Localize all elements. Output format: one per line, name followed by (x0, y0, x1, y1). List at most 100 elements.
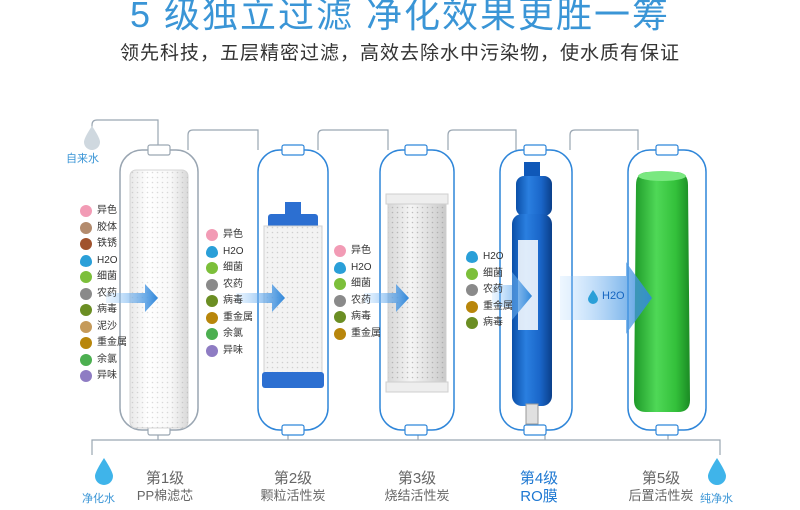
contaminant-label: 病毒 (223, 295, 243, 306)
contaminant-item: 农药 (466, 282, 513, 299)
contaminant-item: 异味 (80, 368, 127, 385)
contaminant-item: 病毒 (466, 315, 513, 332)
pesticide-icon (334, 294, 346, 307)
contaminant-label: 重金属 (223, 311, 253, 323)
contaminant-item: H2O (80, 253, 127, 270)
contaminant-label: 异味 (97, 370, 117, 381)
water-drop-icon (80, 254, 92, 267)
stage1-contaminant-list: 异色胶体铁锈 H2O 细菌农药病毒泥沙重金属余氯异味 (80, 203, 127, 385)
contaminant-label: 铁锈 (97, 238, 117, 249)
contaminant-label: H2O (97, 254, 118, 266)
water-drop-icon (708, 458, 726, 485)
contaminant-label: 重金属 (351, 327, 381, 339)
odor-icon (80, 370, 92, 383)
stage4-number: 第4级 (519, 470, 559, 487)
contaminant-label: 病毒 (351, 311, 371, 322)
contaminant-item: 重金属 (466, 299, 513, 316)
contaminant-item: 泥沙 (80, 319, 127, 336)
stage4-name: RO膜 (520, 488, 558, 505)
contaminant-item: 重金属 (334, 326, 381, 343)
contaminant-label: 异色 (223, 229, 243, 240)
bacteria-icon (334, 278, 346, 291)
contaminant-item: 异色 (206, 227, 253, 244)
contaminant-label: 细菌 (483, 267, 503, 279)
contaminant-item: 农药 (334, 293, 381, 310)
contaminant-label: H2O (483, 251, 504, 262)
contaminant-label: 余氯 (223, 328, 243, 339)
contaminant-item: 病毒 (80, 302, 127, 319)
water-drop-icon (84, 126, 100, 150)
stage1-name: PP棉滤芯 (136, 488, 194, 503)
heavy-metal-icon (466, 300, 478, 313)
colloid-icon (80, 221, 92, 234)
pesticide-icon (80, 287, 92, 300)
pesticide-icon (466, 284, 478, 297)
contaminant-label: 异味 (223, 344, 243, 356)
contaminant-item: 农药 (206, 277, 253, 294)
water-drop-icon (95, 458, 113, 485)
contaminant-label: 农药 (483, 284, 503, 295)
page-subtitle: 领先科技，五层精密过滤，高效去除水中污染物，使水质有保证 (119, 43, 680, 64)
contaminant-label: H2O (351, 261, 372, 273)
stage5-number: 第5级 (641, 470, 681, 487)
contaminant-item: H2O (206, 244, 253, 261)
contaminant-item: 农药 (80, 286, 127, 303)
contaminant-label: 农药 (223, 278, 243, 290)
water-drop-icon (588, 290, 598, 304)
pure-water-label: 纯净水 (700, 493, 733, 505)
contaminant-label: 重金属 (483, 300, 513, 312)
rust-icon (80, 238, 92, 251)
contaminant-label: 异色 (351, 245, 371, 256)
contaminant-item: 重金属 (206, 310, 253, 327)
contaminant-label: H2O (223, 245, 244, 257)
bacteria-icon (466, 267, 478, 280)
contaminant-item: 铁锈 (80, 236, 127, 253)
chlorine-icon (206, 328, 218, 341)
contaminant-item: 细菌 (206, 260, 253, 277)
contaminant-label: 细菌 (223, 262, 243, 273)
stage3-number: 第3级 (397, 470, 437, 487)
stage1-number: 第1级 (145, 470, 185, 487)
heavy-metal-icon (334, 327, 346, 340)
contaminant-item: 余氯 (80, 352, 127, 369)
contaminant-item: 病毒 (206, 293, 253, 310)
contaminant-label: 病毒 (97, 304, 117, 315)
pink-blob-icon (206, 229, 218, 242)
odor-icon (206, 344, 218, 357)
contaminant-item: 胶体 (80, 220, 127, 237)
contaminant-item: 异色 (334, 243, 381, 260)
water-drop-icon (206, 245, 218, 258)
contaminant-item: 细菌 (80, 269, 127, 286)
contaminant-label: 病毒 (483, 317, 503, 328)
contaminant-label: 农药 (351, 294, 371, 306)
bacteria-icon (80, 271, 92, 284)
contaminant-item: 异色 (80, 203, 127, 220)
contaminant-item: H2O (466, 249, 513, 266)
stage3-contaminant-list: 异色 H2O 细菌农药病毒重金属 (334, 243, 381, 342)
heavy-metal-icon (80, 337, 92, 350)
contaminant-label: 胶体 (97, 221, 117, 233)
virus-icon (466, 317, 478, 330)
stage2-name: 颗粒活性炭 (260, 488, 326, 503)
contaminant-item: H2O (334, 260, 381, 277)
contaminant-label: 细菌 (351, 278, 371, 289)
heavy-metal-icon (206, 311, 218, 324)
chlorine-icon (80, 353, 92, 366)
contaminant-label: 余氯 (97, 353, 117, 365)
contaminant-label: 农药 (97, 287, 117, 299)
contaminant-label: 重金属 (97, 337, 127, 348)
bacteria-icon (206, 262, 218, 275)
virus-icon (334, 311, 346, 324)
stage5-output-label: H2O (602, 290, 625, 302)
stage5-name: 后置活性炭 (628, 488, 694, 503)
pesticide-icon (206, 278, 218, 291)
contaminant-item: 病毒 (334, 309, 381, 326)
contaminant-item: 细菌 (466, 266, 513, 283)
sand-icon (80, 320, 92, 333)
purified-water-label: 净化水 (82, 493, 115, 505)
stage2-number: 第2级 (273, 470, 313, 487)
contaminant-item: 余氯 (206, 326, 253, 343)
page-title: 5 级独立过滤 净化效果更胜一筹 (129, 0, 671, 35)
virus-icon (80, 304, 92, 317)
